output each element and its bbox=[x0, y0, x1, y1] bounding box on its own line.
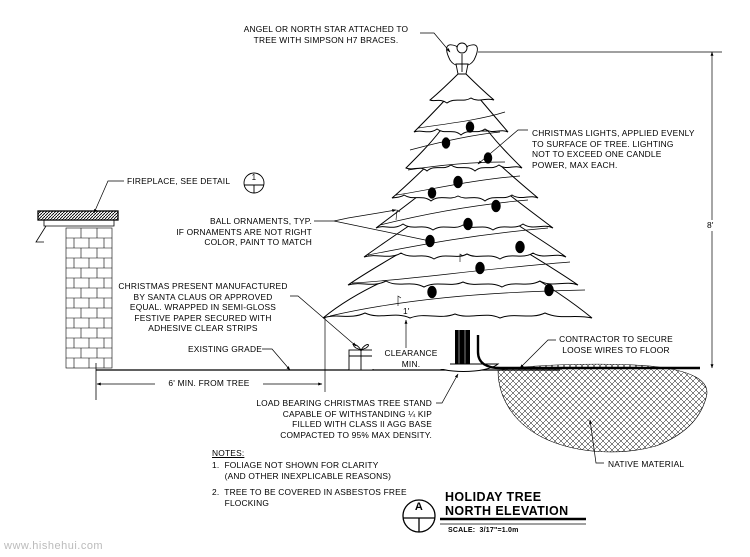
leader-fireplace bbox=[93, 180, 124, 214]
leader-stand bbox=[436, 373, 459, 404]
title-scale: SCALE: 3/17"=1.0m bbox=[448, 527, 519, 534]
label-existing-grade: EXISTING GRADE bbox=[188, 344, 262, 354]
fireplace-detail-bubble bbox=[243, 172, 265, 194]
ornament-hooks bbox=[395, 209, 464, 306]
leader-present bbox=[290, 295, 357, 347]
label-angel: ANGEL OR NORTH STAR ATTACHED TO TREE WIT… bbox=[243, 24, 409, 45]
label-min-distance: 6' MIN. FROM TREE bbox=[155, 378, 263, 389]
label-lights: CHRISTMAS LIGHTS, APPLIED EVENLY TO SURF… bbox=[532, 128, 695, 170]
tree-trunk bbox=[455, 330, 470, 364]
title-detail-bubble bbox=[402, 499, 436, 533]
ornament bbox=[427, 187, 437, 199]
label-present: CHRISTMAS PRESENT MANUFACTURED BY SANTA … bbox=[118, 281, 288, 334]
tree-tier-2 bbox=[405, 130, 523, 172]
fireplace-detail-number: 1 bbox=[251, 173, 257, 182]
ornament bbox=[441, 137, 451, 149]
ornament bbox=[427, 285, 437, 299]
title-line-1: HOLIDAY TREE bbox=[445, 490, 542, 504]
leader-native bbox=[589, 419, 604, 464]
tree-tier-4 bbox=[375, 192, 554, 231]
fireplace bbox=[35, 210, 119, 369]
leader-wires bbox=[519, 339, 556, 369]
leader-lights bbox=[477, 129, 528, 165]
ornament bbox=[483, 152, 493, 164]
tree-tier-5 bbox=[363, 220, 567, 260]
notes-heading: NOTES: bbox=[212, 448, 245, 458]
fireplace-roof-cap bbox=[37, 210, 119, 221]
title-line-2: NORTH ELEVATION bbox=[445, 504, 569, 518]
label-stand: LOAD BEARING CHRISTMAS TREE STAND CAPABL… bbox=[256, 398, 432, 440]
loose-wires bbox=[476, 335, 700, 370]
christmas-present bbox=[348, 344, 374, 371]
clearance-dimension-value: 1' bbox=[403, 306, 410, 316]
leader-grade bbox=[262, 348, 291, 371]
label-ornaments: BALL ORNAMENTS, TYP. IF ORNAMENTS ARE NO… bbox=[176, 216, 312, 248]
title-detail-letter: A bbox=[414, 501, 424, 513]
ornament bbox=[453, 175, 463, 189]
ornament bbox=[475, 261, 485, 275]
ball-ornaments bbox=[425, 121, 554, 299]
note-2: 2. TREE TO BE COVERED IN ASBESTOS FREE F… bbox=[212, 487, 407, 508]
ornament bbox=[544, 283, 554, 297]
ornament bbox=[491, 199, 501, 213]
leaders bbox=[93, 32, 722, 464]
height-dimension-value: 8' bbox=[706, 220, 715, 231]
title-underlines bbox=[440, 517, 586, 525]
angel-topper bbox=[446, 42, 478, 75]
watermark: www.hishehui.com bbox=[4, 540, 104, 552]
native-material-hatch bbox=[497, 363, 708, 453]
christmas-tree bbox=[322, 69, 593, 319]
note-1: 1. FOLIAGE NOT SHOWN FOR CLARITY (AND OT… bbox=[212, 460, 392, 481]
ornament bbox=[463, 217, 473, 231]
label-wires: CONTRACTOR TO SECURE LOOSE WIRES TO FLOO… bbox=[559, 334, 673, 355]
leader-angel bbox=[420, 32, 451, 53]
label-clearance: CLEARANCE MIN. bbox=[372, 348, 450, 370]
tree-tip bbox=[429, 69, 495, 104]
ornament bbox=[465, 121, 475, 133]
fireplace-bricks bbox=[65, 227, 113, 369]
fireplace-flashing bbox=[43, 220, 115, 227]
christmas-light-strings bbox=[329, 111, 586, 317]
label-native-material: NATIVE MATERIAL bbox=[608, 459, 685, 469]
label-fireplace: FIREPLACE, SEE DETAIL bbox=[127, 176, 231, 186]
ornament bbox=[515, 240, 525, 254]
